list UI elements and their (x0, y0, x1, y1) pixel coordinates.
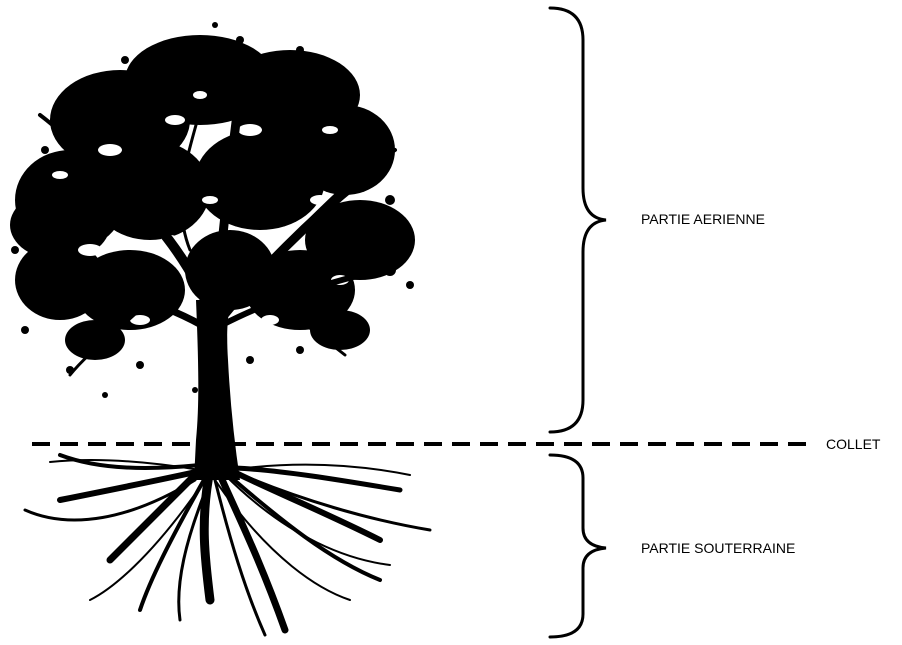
tree-crown (10, 22, 415, 480)
brace-underground (548, 453, 607, 639)
label-partie-aerienne: PARTIE AERIENNE (641, 211, 765, 227)
branches (38, 67, 397, 377)
leaf-specks (11, 22, 414, 398)
tree-roots (23, 453, 432, 637)
label-collet: COLLET (826, 436, 881, 452)
brace-aerial (548, 6, 607, 434)
tree-trunk (194, 300, 240, 480)
label-partie-souterraine: PARTIE SOUTERRAINE (641, 540, 796, 556)
